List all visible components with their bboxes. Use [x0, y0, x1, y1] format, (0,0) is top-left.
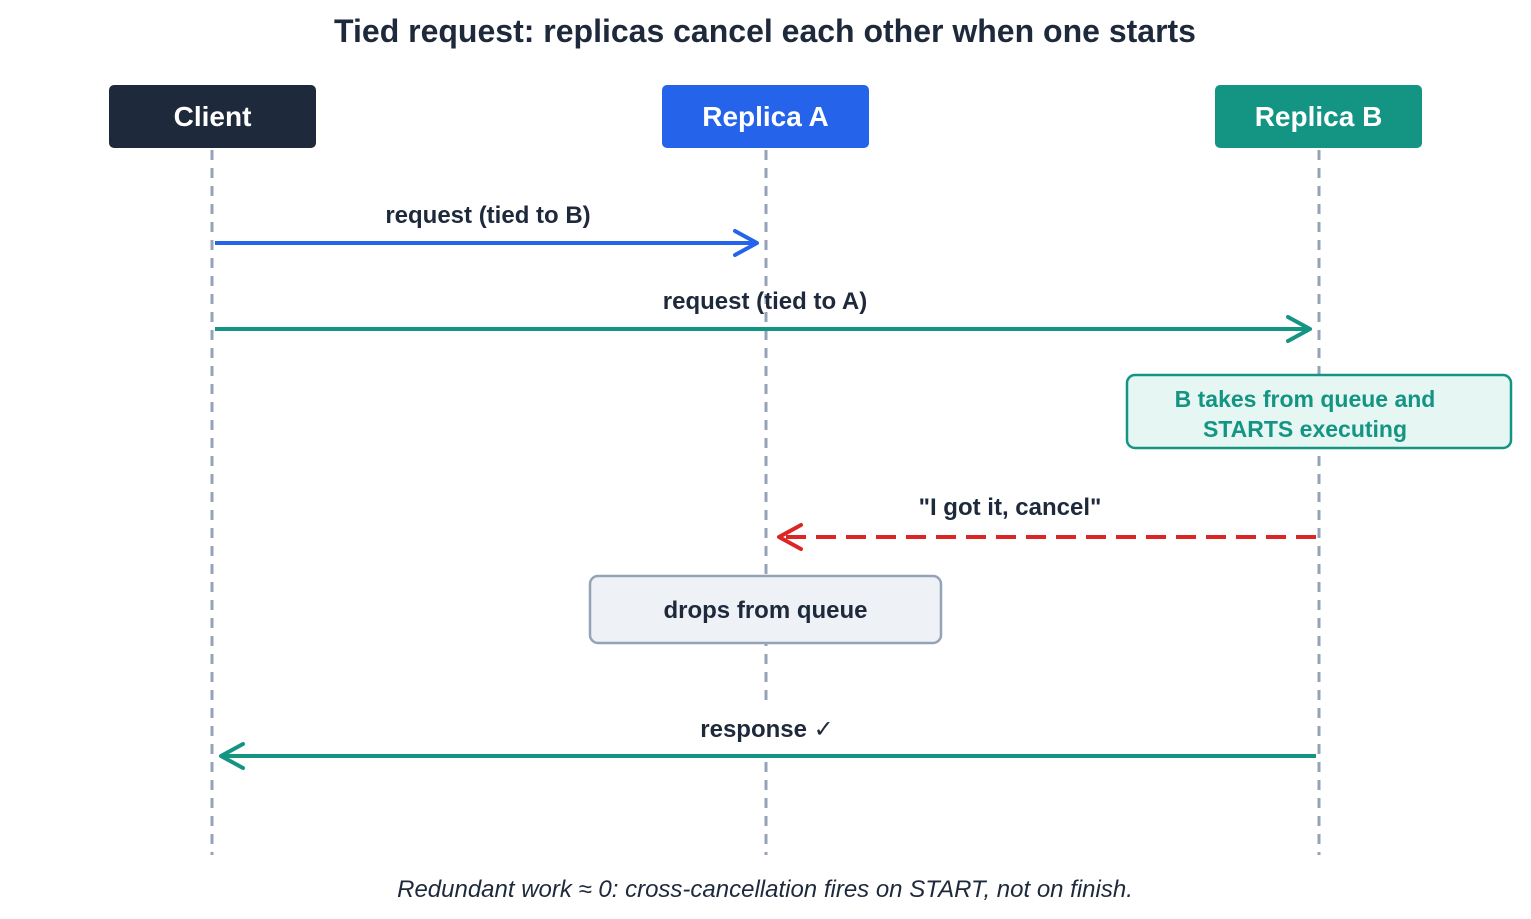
message-cancel-label: "I got it, cancel" — [919, 494, 1102, 521]
actor-client: Client — [109, 85, 316, 148]
message-request-to-replica-b-label: request (tied to A) — [663, 288, 867, 315]
diagram-caption: Redundant work ≈ 0: cross-cancellation f… — [397, 876, 1133, 903]
message-response-label: response ✓ — [700, 716, 834, 743]
note-replica-a-drops-label: drops from queue — [663, 597, 867, 624]
actor-replica-a: Replica A — [662, 85, 869, 148]
note-replica-b-starts: B takes from queue and STARTS executing — [1125, 373, 1513, 450]
message-request-to-replica-b: request (tied to A) — [215, 288, 1312, 343]
arrowhead-left-icon — [777, 523, 803, 551]
actor-client-label: Client — [174, 101, 252, 132]
message-cancel: "I got it, cancel" — [777, 494, 1316, 551]
arrowhead-right-icon — [1286, 315, 1312, 343]
arrowhead-right-icon — [733, 229, 759, 257]
note-replica-b-starts-line2: STARTS executing — [1203, 416, 1407, 442]
message-request-to-replica-a-label: request (tied to B) — [385, 202, 590, 229]
actor-replica-b: Replica B — [1215, 85, 1422, 148]
actor-replica-b-label: Replica B — [1255, 101, 1383, 132]
diagram-title: Tied request: replicas cancel each other… — [334, 13, 1196, 49]
message-request-to-replica-a: request (tied to B) — [215, 202, 759, 257]
arrowhead-left-icon — [219, 742, 245, 770]
actor-replica-a-label: Replica A — [702, 101, 829, 132]
message-response: response ✓ — [219, 708, 1316, 770]
note-replica-b-starts-line1: B takes from queue and — [1175, 386, 1436, 412]
note-replica-a-drops: drops from queue — [588, 574, 943, 645]
